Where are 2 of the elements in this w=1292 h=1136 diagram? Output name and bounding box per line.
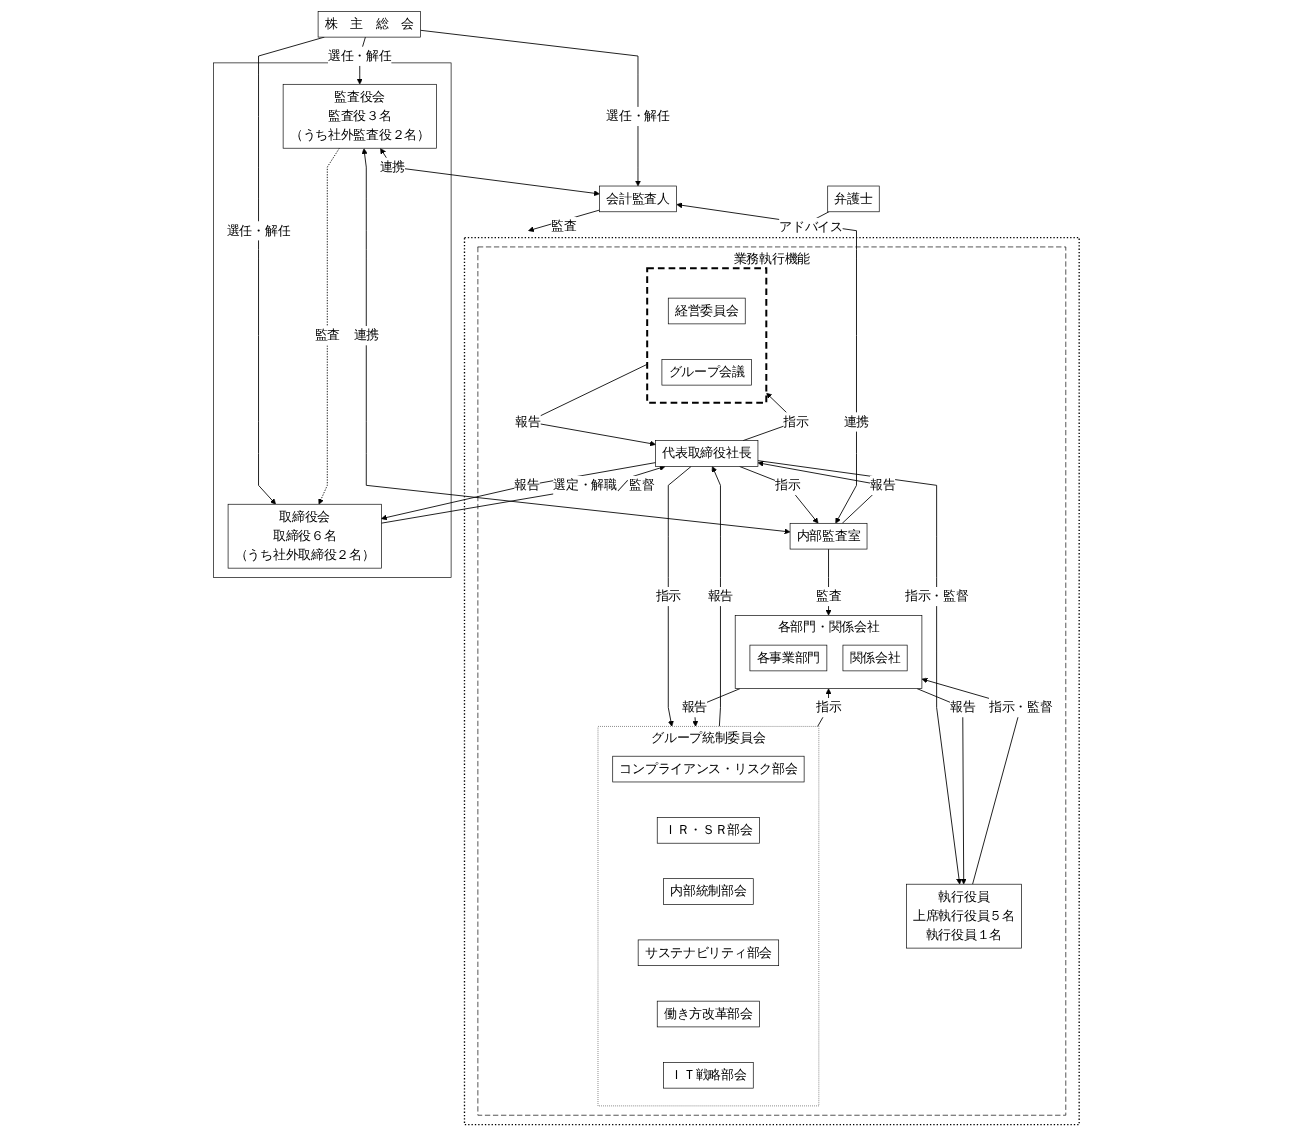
cluster	[212, 62, 452, 578]
cluster	[645, 267, 768, 404]
